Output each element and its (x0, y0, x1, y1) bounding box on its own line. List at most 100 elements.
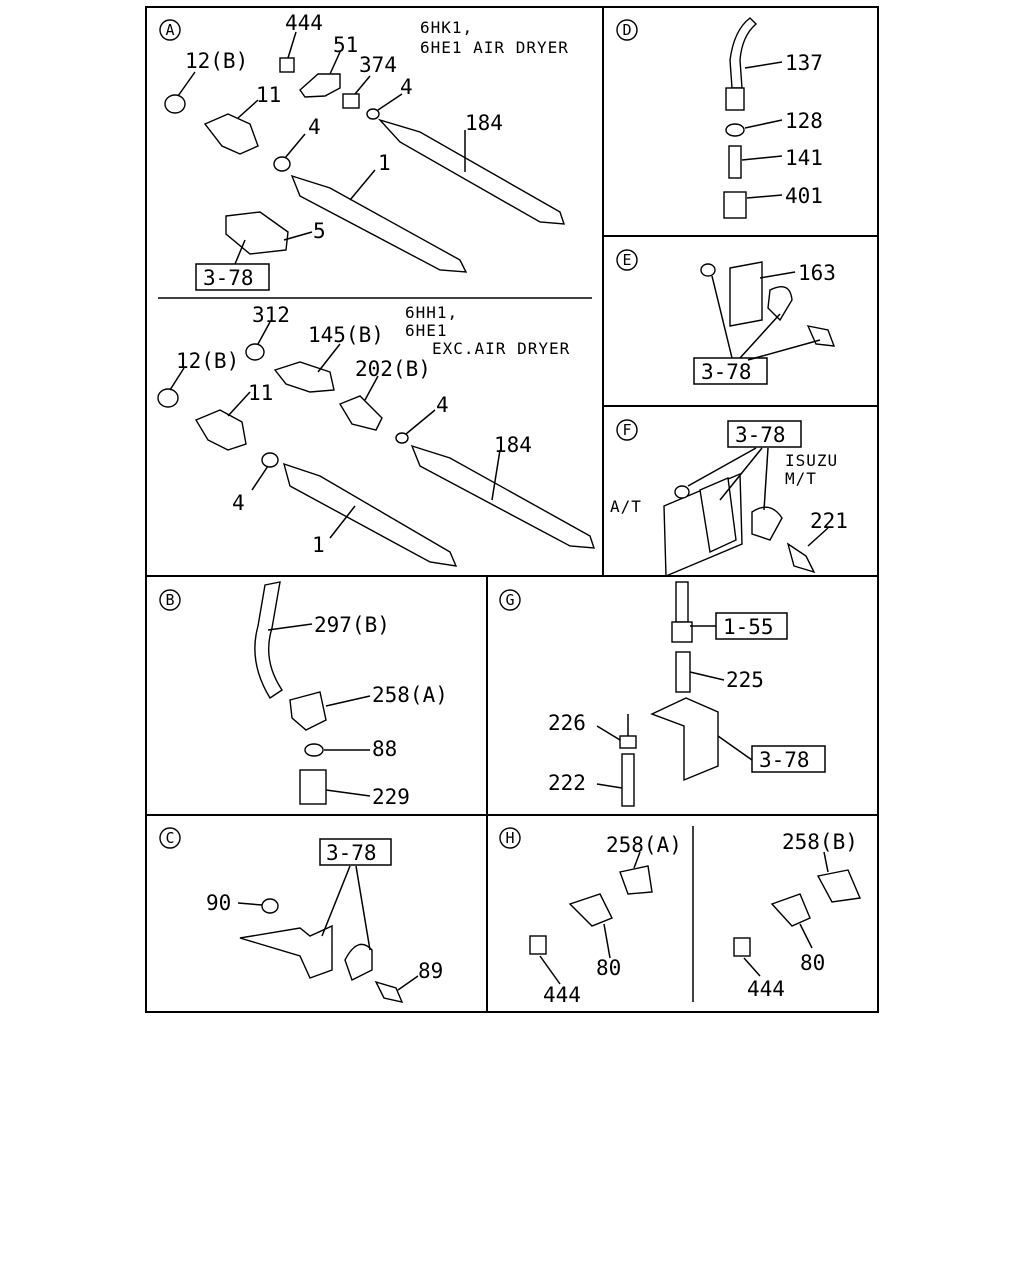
washer-88-part (304, 743, 324, 757)
fitting-part (671, 621, 693, 643)
note-mt: M/T (785, 469, 817, 488)
nut-12b-2-part (157, 388, 179, 408)
tee-11-2-part (194, 409, 247, 451)
label-221: 221 (810, 509, 848, 533)
label-444: 444 (285, 11, 323, 35)
label-1-2: 1 (312, 533, 325, 557)
ref-box-g2 (751, 745, 826, 773)
section-a-exc-air-dryer: 6HH1, 6HE1 EXC.AIR DRYER 312 145(B) 12(B… (157, 303, 595, 567)
bolt-444b-part (733, 937, 751, 957)
note-exc-air-dryer: EXC.AIR DRYER (432, 339, 570, 358)
section-h-marker: H (499, 827, 521, 849)
label-225: 225 (726, 668, 764, 692)
union-141-part (728, 145, 742, 179)
bolt-89-part (374, 980, 404, 1003)
washer-4b-part (273, 156, 291, 172)
label-184: 184 (465, 111, 503, 135)
section-a-marker: A (159, 19, 181, 41)
label-90: 90 (206, 891, 231, 915)
label-5: 5 (313, 219, 326, 243)
label-297b: 297(B) (314, 613, 390, 637)
svg-text:D: D (622, 21, 631, 39)
clip-c-part (344, 943, 373, 981)
tee-51-part (299, 73, 341, 98)
clip-5-part (225, 211, 289, 255)
svg-text:H: H (505, 829, 514, 847)
label-137: 137 (785, 51, 823, 75)
washer-4-part (366, 108, 380, 120)
nut-12b-part (164, 94, 186, 114)
nut-226-part (619, 735, 637, 749)
label-4: 4 (400, 75, 413, 99)
nut-312-part (245, 343, 265, 361)
hose-1-2-part (282, 462, 458, 567)
clip-f-part (751, 506, 783, 541)
label-80-left: 80 (596, 956, 621, 980)
label-12b-2: 12(B) (176, 349, 239, 373)
label-4-2: 4 (436, 393, 449, 417)
label-11: 11 (256, 83, 281, 107)
label-184-2: 184 (494, 433, 532, 457)
section-b: 297(B) 258(A) 88 229 (254, 581, 448, 809)
plate-163-part (729, 261, 763, 327)
label-1: 1 (378, 151, 391, 175)
connector-229-part (299, 769, 327, 805)
hose-297b-part (254, 581, 283, 699)
ref-1-55: 1-55 (723, 615, 774, 639)
label-258a-h: 258(A) (606, 833, 682, 857)
ref-box-c (319, 838, 392, 866)
ref-box-e (693, 357, 768, 385)
section-h: 258(A) 80 444 258(B) 80 444 (529, 830, 862, 1007)
label-89: 89 (418, 959, 443, 983)
note-isuzu: ISUZU (785, 451, 838, 470)
bolt-part (806, 325, 836, 347)
bolt-221-part (786, 542, 816, 574)
label-4b-2: 4 (232, 491, 245, 515)
label-51: 51 (333, 33, 358, 57)
hose-184-part (377, 118, 565, 225)
pipe-end-part (725, 87, 745, 111)
nut-90-part (261, 898, 279, 914)
label-145b: 145(B) (308, 323, 384, 347)
section-g: 1-55 225 226 3-78 222 (548, 581, 826, 807)
label-258a: 258(A) (372, 683, 448, 707)
nut-f-part (674, 485, 690, 499)
section-b-marker: B (159, 589, 181, 611)
label-202b: 202(B) (355, 357, 431, 381)
bracket-g-part (650, 697, 719, 782)
note-at: A/T (610, 497, 642, 516)
washer-4b-2-part (261, 452, 279, 468)
note-6he1: 6HE1 (405, 321, 448, 340)
fitting-202b-part (338, 395, 383, 431)
section-a-air-dryer: 6HK1, 6HE1 AIR DRYER 444 51 12(B) 374 4 … (164, 11, 569, 291)
label-4b: 4 (308, 115, 321, 139)
ref-3-78: 3-78 (203, 266, 254, 290)
label-444-left: 444 (543, 983, 581, 1007)
ref-c-3-78: 3-78 (326, 841, 377, 865)
bracket-inner-part (699, 476, 737, 554)
section-e-marker: E (616, 249, 638, 271)
note-6hh1: 6HH1, (405, 303, 458, 322)
bracket-c-part (239, 924, 333, 979)
tee-145b-part (273, 361, 335, 393)
section-f-marker: F (616, 419, 638, 441)
label-229: 229 (372, 785, 410, 809)
section-d: 137 128 141 401 (723, 17, 823, 219)
washer-128-part (725, 123, 745, 137)
svg-text:G: G (505, 591, 514, 609)
ref-f-3-78: 3-78 (735, 423, 786, 447)
pipe-137-part (729, 17, 758, 89)
svg-text:B: B (165, 591, 174, 609)
nut-part (700, 263, 716, 277)
elbow-258a-part (289, 691, 327, 731)
svg-text:F: F (622, 421, 631, 439)
section-g-marker: G (499, 589, 521, 611)
svg-text:E: E (622, 251, 631, 269)
bolt-444-h-part (529, 935, 547, 955)
diagram-frame (145, 6, 879, 1013)
ref-e-3-78: 3-78 (701, 360, 752, 384)
note-6he1-air-dryer: 6HE1 AIR DRYER (420, 38, 569, 57)
ref-box-3-78 (195, 263, 270, 291)
section-e: 163 3-78 (693, 261, 836, 385)
